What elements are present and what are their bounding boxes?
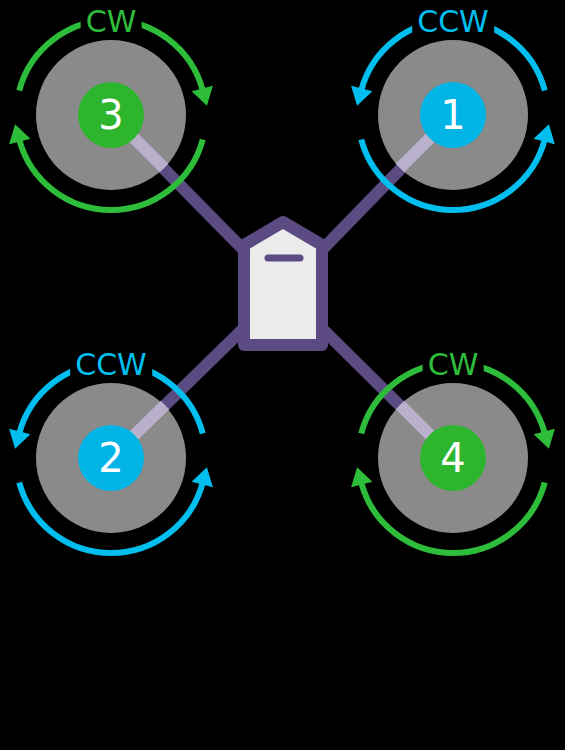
rotation-label: CW	[81, 4, 142, 40]
rotation-arrowhead	[351, 467, 372, 487]
motor-number-badge: 2	[78, 425, 144, 491]
motor-number-badge: 1	[420, 82, 486, 148]
motor-number: 1	[440, 95, 465, 135]
rotation-arrowhead	[9, 124, 30, 144]
motor-number: 2	[98, 438, 123, 478]
rotation-arrowhead	[192, 467, 213, 487]
arm-under-disc	[111, 115, 453, 458]
rotation-arrowhead	[351, 86, 372, 106]
rotation-arrowhead	[534, 429, 555, 449]
motor: CCW 1	[358, 4, 548, 204]
flight-controller-body	[244, 222, 322, 345]
rotation-label: CCW	[70, 347, 152, 383]
rotation-label: CCW	[412, 4, 494, 40]
rotation-arc	[361, 140, 545, 210]
frame-arms	[111, 115, 453, 458]
motor-number: 3	[98, 95, 123, 135]
rotation-rings	[9, 20, 555, 553]
rotation-arrowhead	[534, 124, 555, 144]
motor-number-badge: 3	[78, 82, 144, 148]
motor: CCW 2	[16, 347, 206, 547]
rotation-arc	[19, 140, 203, 210]
motor-number: 4	[440, 438, 465, 478]
propeller-discs	[36, 40, 528, 533]
motor: CW 4	[358, 347, 548, 547]
rotation-arc	[19, 483, 203, 553]
body-slot	[268, 255, 300, 262]
motor-number-badge: 4	[420, 425, 486, 491]
rotation-arrowhead	[192, 86, 213, 106]
rotation-label: CW	[423, 347, 484, 383]
rotation-arc	[361, 483, 545, 553]
rotation-arrowhead	[9, 429, 30, 449]
motor: CW 3	[16, 4, 206, 204]
